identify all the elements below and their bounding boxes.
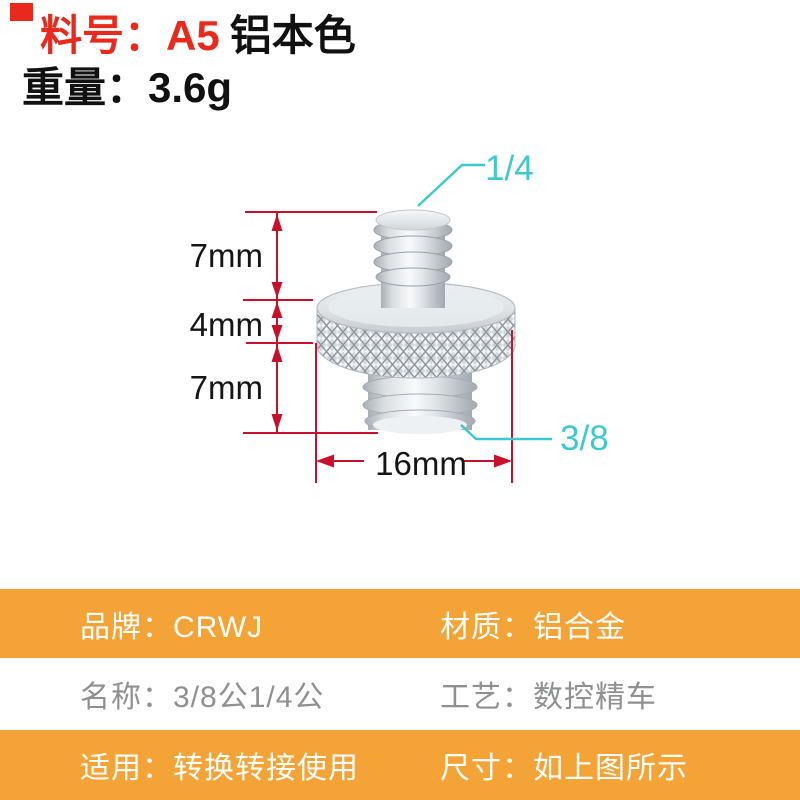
part-color-label: 铝本色 [229,12,356,59]
table-row: 适用：转换转接使用 尺寸：如上图所示 [0,730,800,800]
callout-label-quarter-inch: 1/4 [485,149,534,188]
red-square-bullet [10,3,33,21]
cell-brand: 品牌：CRWJ [80,610,264,644]
table-row: 名称：3/8公1/4公 工艺：数控精车 [0,658,800,730]
cell-size: 尺寸：如上图所示 [440,752,688,785]
dimension-lines [243,211,513,483]
cell-usage: 适用：转换转接使用 [80,752,359,785]
table-row: 品牌：CRWJ 材质：铝合金 [0,589,800,658]
callout-leader-lines [417,163,552,441]
top-thread-1-4 [373,209,453,308]
cell-name: 名称：3/8公1/4公 [80,681,325,714]
dimension-label-top-7mm: 7mm [189,237,263,274]
callout-label-three-eighths-inch: 3/8 [560,419,609,458]
dimension-label-bottom-7mm: 7mm [189,369,263,406]
cell-process: 工艺：数控精车 [440,681,657,714]
dimension-arrowheads [271,214,512,468]
product-photo-and-dimensions [243,163,552,483]
cell-material: 材质：铝合金 [440,610,626,644]
dimension-label-4mm: 4mm [189,306,263,343]
dimension-label-16mm: 16mm [375,445,467,482]
weight-line: 重量：3.6g [22,64,233,111]
part-number-value: 料号：A5 [40,12,220,59]
